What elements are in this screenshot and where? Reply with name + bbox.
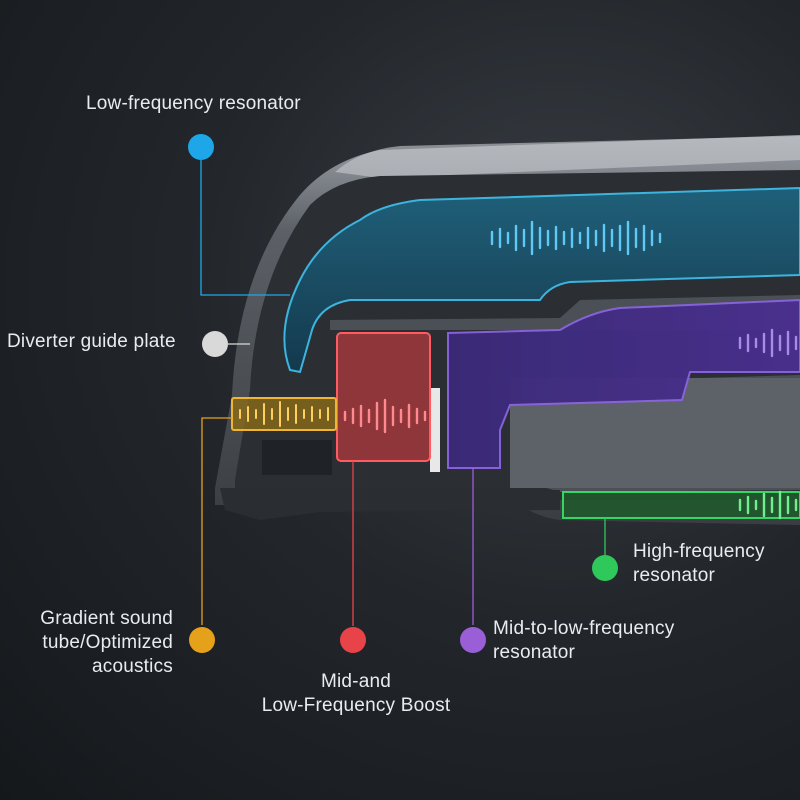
high-frequency-resonator-label: High-frequency resonator xyxy=(633,540,765,588)
gradient-dot-marker xyxy=(189,627,215,653)
waveform-red xyxy=(343,398,427,434)
waveform-yellow xyxy=(239,401,329,427)
label-line: Low-frequency resonator xyxy=(86,93,301,114)
shell-top-highlight xyxy=(335,136,800,178)
leader-line-low-frequency xyxy=(200,160,290,296)
label-line: tube/Optimized xyxy=(42,632,173,653)
gradient-sound-tube xyxy=(231,397,337,431)
gradient-sound-tube-label: Gradient sound tube/Optimized acoustics xyxy=(20,607,173,679)
label-line: Diverter guide plate xyxy=(7,331,176,352)
low-frequency-dot-marker xyxy=(188,134,214,160)
separator-plate xyxy=(430,388,440,472)
waveform-blue xyxy=(490,220,662,256)
low-frequency-resonator-chamber xyxy=(283,186,800,374)
bottom-component xyxy=(220,488,560,520)
label-line: Mid-to-low-frequency xyxy=(493,618,675,639)
label-line: Mid-and xyxy=(320,671,392,692)
label-line: Low-Frequency Boost xyxy=(261,695,451,716)
label-line: acoustics xyxy=(91,656,173,677)
mid-low-boost-label: Mid-and Low-Frequency Boost xyxy=(240,670,472,718)
label-line: High-frequency xyxy=(633,541,765,562)
mid-low-boost-dot-marker xyxy=(340,627,366,653)
label-line: resonator xyxy=(493,642,576,663)
diverter-guide-plate-label: Diverter guide plate xyxy=(7,330,176,354)
mid-to-low-frequency-resonator-label: Mid-to-low-frequency resonator xyxy=(493,617,674,665)
waveform-purple xyxy=(738,328,798,358)
label-line: Gradient sound xyxy=(40,608,173,629)
waveform-green xyxy=(738,490,798,520)
connector-block xyxy=(262,440,332,475)
mid-to-low-dot-marker xyxy=(460,627,486,653)
label-line: resonator xyxy=(633,565,716,586)
mid-to-low-frequency-chamber xyxy=(447,298,800,469)
leader-line-gradient xyxy=(201,417,232,625)
mid-low-boost-chamber xyxy=(336,332,431,462)
high-frequency-resonator-chamber xyxy=(562,491,800,519)
high-frequency-dot-marker xyxy=(592,555,618,581)
diverter-dot-marker xyxy=(202,331,228,357)
low-frequency-resonator-label: Low-frequency resonator xyxy=(86,92,301,116)
